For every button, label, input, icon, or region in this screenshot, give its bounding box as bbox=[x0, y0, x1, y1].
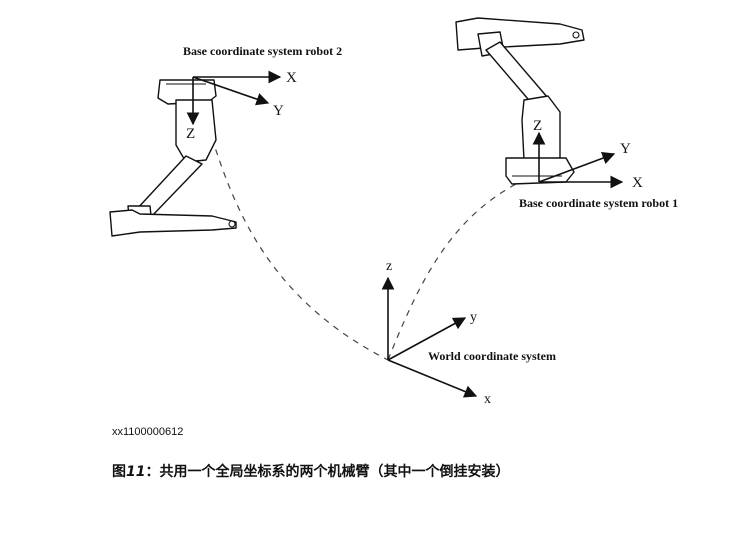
world-y-axis-arrow bbox=[387, 317, 467, 361]
world-y-label: y bbox=[470, 310, 477, 325]
robot-1-z-label: Z bbox=[533, 118, 542, 134]
robot-2-y-axis-arrow bbox=[192, 76, 270, 106]
robot-2-z-label: Z bbox=[186, 126, 195, 142]
robot-2-y-label: Y bbox=[273, 103, 284, 119]
image-id: xx1100000612 bbox=[112, 426, 184, 438]
robot-1-upright bbox=[455, 17, 585, 185]
world-z-label: z bbox=[386, 259, 392, 274]
robot-1-axes: X Y Z bbox=[532, 118, 643, 191]
caption-prefix: 图 bbox=[112, 464, 126, 480]
dashed-path-world-to-robot1 bbox=[387, 183, 517, 361]
figure-caption: 图11：共用一个全局坐标系的两个机械臂（其中一个倒挂安装） bbox=[112, 461, 509, 481]
robot-1-y-label: Y bbox=[620, 141, 631, 157]
robot-2-base-label: Base coordinate system robot 2 bbox=[183, 44, 342, 58]
robot-1-base-label: Base coordinate system robot 1 bbox=[519, 196, 678, 210]
caption-figure-number: 11 bbox=[126, 464, 146, 480]
dashed-path-robot2-to-world bbox=[211, 137, 389, 361]
caption-text: ：共用一个全局坐标系的两个机械臂（其中一个倒挂安装） bbox=[145, 464, 510, 480]
world-axes: z y x bbox=[381, 259, 491, 407]
robot-2-inverted bbox=[109, 79, 237, 237]
robot-2-x-label: X bbox=[286, 70, 297, 86]
robot-1-y-axis-arrow bbox=[538, 152, 616, 183]
robot-1-x-label: X bbox=[632, 175, 643, 191]
world-x-axis-arrow bbox=[387, 359, 478, 398]
robot-2-axes: X Y Z bbox=[186, 70, 297, 142]
world-coordinate-label: World coordinate system bbox=[428, 349, 556, 363]
world-x-label: x bbox=[484, 392, 491, 407]
